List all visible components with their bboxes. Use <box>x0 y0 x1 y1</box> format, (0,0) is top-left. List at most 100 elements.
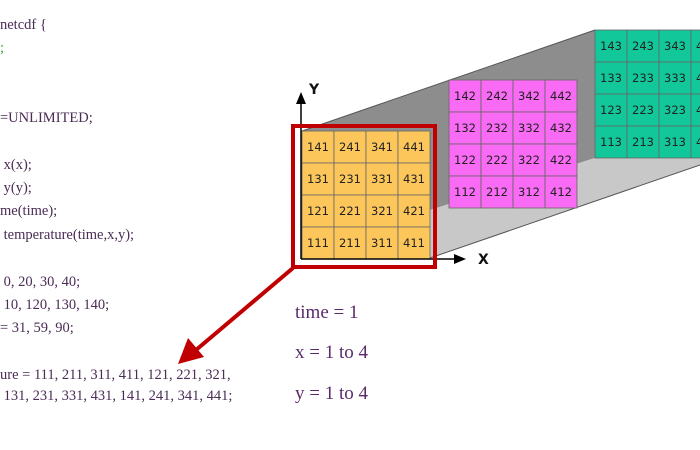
grid-cell <box>690 61 700 95</box>
grid-cell <box>594 61 628 95</box>
x-axis-arrowhead <box>454 254 466 264</box>
grid-cell-value: 223 <box>632 103 654 117</box>
grid-cell-value: 232 <box>486 121 508 135</box>
grid-cell-value: 441 <box>403 140 425 154</box>
grid-cell-value: 143 <box>600 39 622 53</box>
grid-cell-value: 241 <box>339 140 361 154</box>
grid-cell-value: 231 <box>339 172 361 186</box>
box-top-edge <box>301 29 596 132</box>
grid-cell <box>512 175 546 209</box>
grid-cell-value: 422 <box>550 153 572 167</box>
grid-cell <box>448 79 482 113</box>
box-bottom-edge <box>429 164 700 259</box>
grid-cell <box>544 79 578 113</box>
grid-cell-value: 411 <box>403 236 425 250</box>
grid-cell-value: 323 <box>664 103 686 117</box>
grid-cell-value: 211 <box>339 236 361 250</box>
grid-cell-value: 242 <box>486 89 508 103</box>
grid-cell <box>690 29 700 63</box>
grid-cell <box>397 226 431 260</box>
grid-cell <box>690 125 700 159</box>
grid-cell-value: 423 <box>696 103 700 117</box>
grid-cell-value: 212 <box>486 185 508 199</box>
code-line: 0, 20, 30, 40; <box>0 274 81 290</box>
grid-cell-value: 311 <box>371 236 393 250</box>
grid-cell <box>512 79 546 113</box>
grid-cell <box>448 175 482 209</box>
grid-cell-value: 133 <box>600 71 622 85</box>
code-line: ure = 111, 211, 311, 411, 121, 221, 321, <box>0 367 231 383</box>
grid-cell-value: 123 <box>600 103 622 117</box>
caption-y: y = 1 to 4 <box>295 383 368 404</box>
grid-cell-value: 342 <box>518 89 540 103</box>
grid-cell <box>333 226 367 260</box>
grid-cell-value: 121 <box>307 204 329 218</box>
grid-cell-value: 433 <box>696 71 700 85</box>
code-line: 10, 120, 130, 140; <box>0 297 110 313</box>
grid-cell-value: 113 <box>600 135 622 149</box>
grid-cell-value: 131 <box>307 172 329 186</box>
x-axis-label: X <box>478 252 489 268</box>
grid-cell-value: 141 <box>307 140 329 154</box>
time-3-grid: 1432433434431332333334331232233234231132… <box>594 29 700 159</box>
grid-cell <box>480 143 514 177</box>
y-axis-arrowhead <box>296 92 306 104</box>
grid-cell <box>397 162 431 196</box>
caption-x: x = 1 to 4 <box>295 342 368 363</box>
grid-cell-value: 343 <box>664 39 686 53</box>
code-line: 131, 231, 331, 431, 141, 241, 341, 441; <box>0 388 233 404</box>
grid-cell-value: 341 <box>371 140 393 154</box>
grid-cell <box>544 111 578 145</box>
grid-cell <box>626 61 660 95</box>
grid-cell <box>333 162 367 196</box>
grid-cell <box>658 125 692 159</box>
grid-cell <box>690 93 700 127</box>
grid-cell <box>594 125 628 159</box>
grid-cell <box>626 93 660 127</box>
caption-time: time = 1 <box>295 302 359 323</box>
code-line: y(y); <box>0 180 32 196</box>
grid-cell <box>512 143 546 177</box>
grid-cell-value: 312 <box>518 185 540 199</box>
grid-cell-value: 142 <box>454 89 476 103</box>
grid-cell <box>448 143 482 177</box>
grid-cell-value: 412 <box>550 185 572 199</box>
code-line: = 31, 59, 90; <box>0 320 74 336</box>
grid-cell-value: 243 <box>632 39 654 53</box>
grid-cell-value: 233 <box>632 71 654 85</box>
grid-cell <box>365 194 399 228</box>
code-line: ; <box>0 40 5 56</box>
grid-cell-value: 432 <box>550 121 572 135</box>
highlight-arrowhead <box>178 338 204 364</box>
code-line: temperature(time,x,y); <box>0 227 135 243</box>
grid-cell <box>333 194 367 228</box>
grid-cell-value: 213 <box>632 135 654 149</box>
grid-cell <box>658 29 692 63</box>
grid-cell <box>397 194 431 228</box>
grid-cell-value: 331 <box>371 172 393 186</box>
grid-cell <box>301 194 335 228</box>
highlight-arrow-shaft <box>194 266 295 352</box>
grid-cell-value: 321 <box>371 204 393 218</box>
grid-cell-value: 132 <box>454 121 476 135</box>
grid-cell-value: 442 <box>550 89 572 103</box>
grid-cell <box>594 93 628 127</box>
grid-cell-value: 111 <box>307 236 329 250</box>
y-axis-label: Y <box>308 82 320 98</box>
grid-cell-value: 443 <box>696 39 700 53</box>
grid-cell-value: 413 <box>696 135 700 149</box>
grid-cell-value: 222 <box>486 153 508 167</box>
grid-cell <box>365 226 399 260</box>
code-line: =UNLIMITED; <box>0 110 93 126</box>
grid-cell <box>544 143 578 177</box>
grid-cell <box>397 130 431 164</box>
code-line: x(x); <box>0 157 32 173</box>
grid-cell <box>480 111 514 145</box>
grid-cell <box>626 125 660 159</box>
code-line: netcdf { <box>0 17 47 33</box>
grid-cell-value: 332 <box>518 121 540 135</box>
grid-cell <box>365 162 399 196</box>
